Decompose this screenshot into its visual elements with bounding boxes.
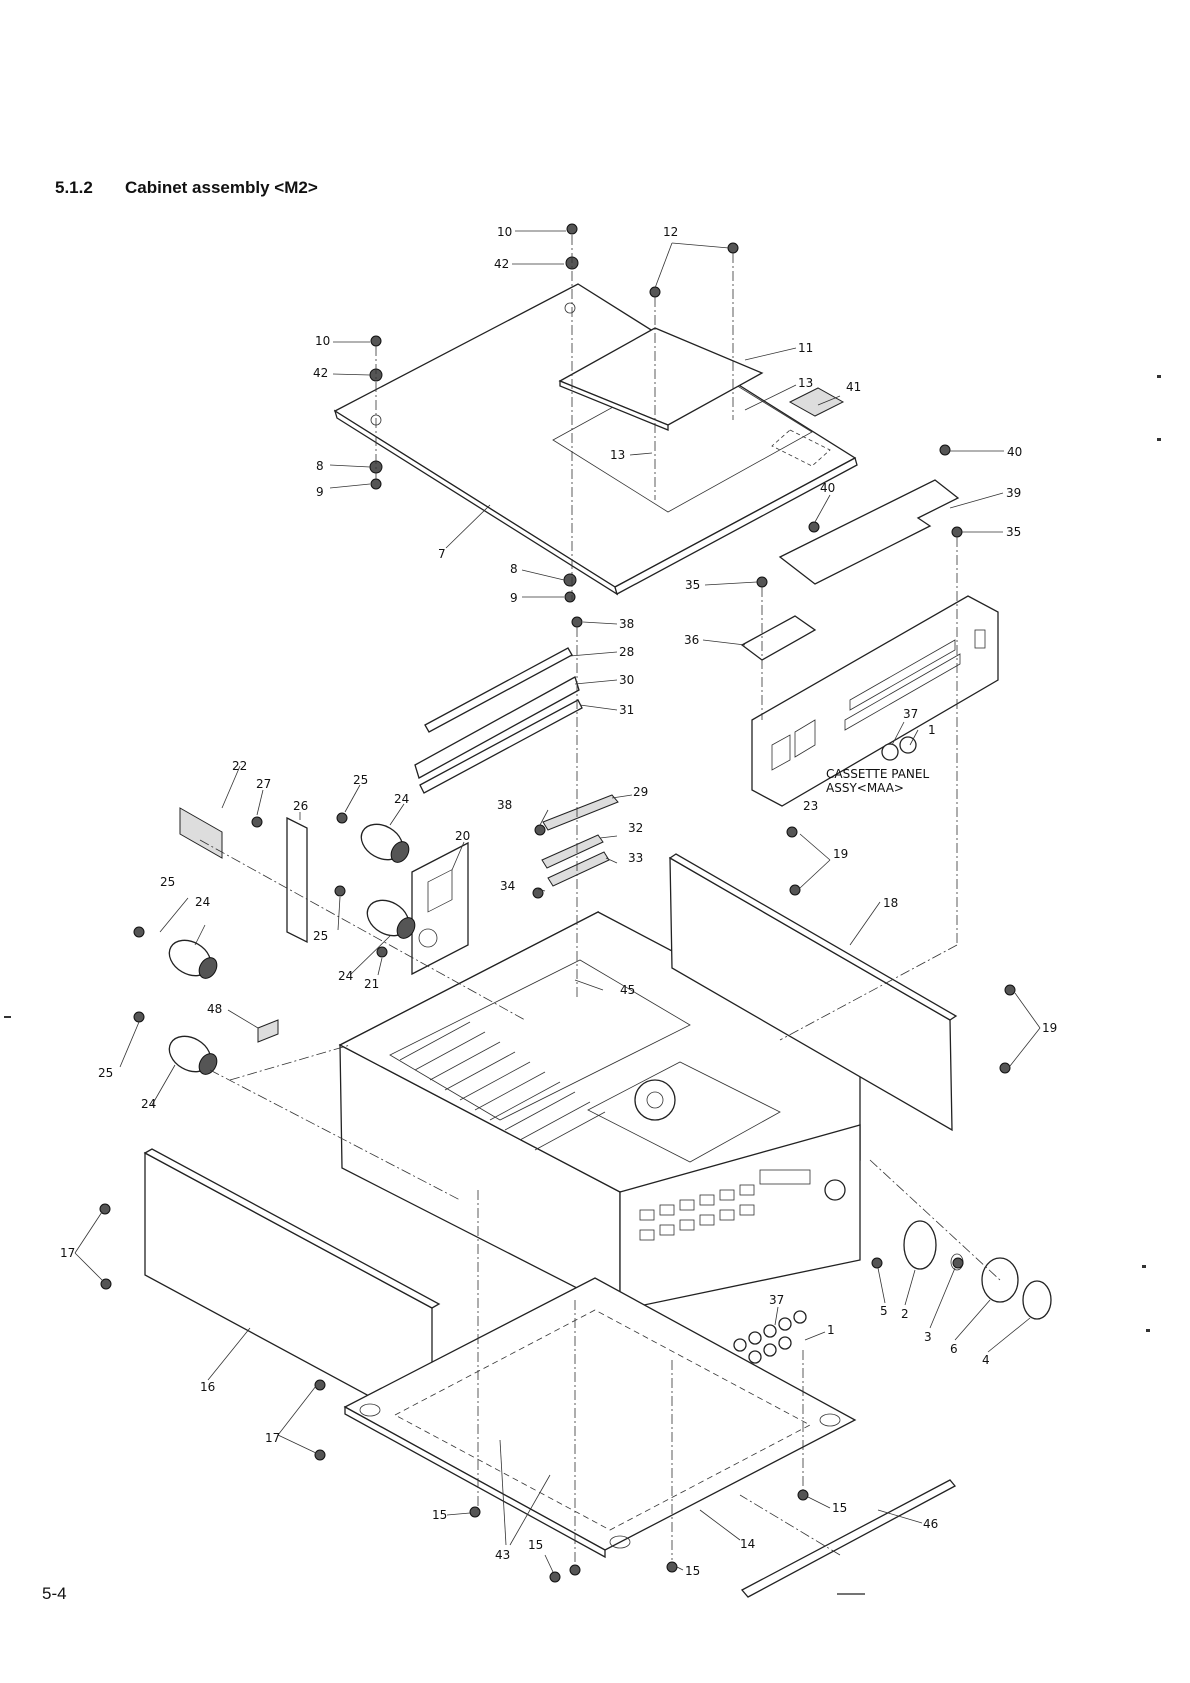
callout-40: 40 xyxy=(1007,445,1022,459)
edge-mark xyxy=(4,1016,11,1018)
callout-25: 25 xyxy=(313,929,328,943)
callout-42: 42 xyxy=(313,366,328,380)
callout-25: 25 xyxy=(160,875,175,889)
callout-31: 31 xyxy=(619,703,634,717)
callout-12: 12 xyxy=(663,225,678,239)
strip-46 xyxy=(742,1480,955,1597)
label-48 xyxy=(258,1020,278,1042)
cassette-panel-label-line2: ASSY<MAA> xyxy=(826,781,904,795)
callout-42: 42 xyxy=(494,257,509,271)
callout-6: 6 xyxy=(950,1342,958,1356)
callout-17: 17 xyxy=(265,1431,280,1445)
callout-9: 9 xyxy=(316,485,324,499)
callout-32: 32 xyxy=(628,821,643,835)
callout-45: 45 xyxy=(620,983,635,997)
callout-4: 4 xyxy=(982,1353,990,1367)
callout-28: 28 xyxy=(619,645,634,659)
label-22 xyxy=(180,808,222,858)
callout-8: 8 xyxy=(510,562,518,576)
callout-7: 7 xyxy=(438,547,446,561)
callout-19: 19 xyxy=(833,847,848,861)
callout-24: 24 xyxy=(394,792,409,806)
callout-37: 37 xyxy=(769,1293,784,1307)
edge-mark xyxy=(1157,438,1161,441)
callout-14: 14 xyxy=(740,1537,755,1551)
callout-5: 5 xyxy=(880,1304,888,1318)
callout-13: 13 xyxy=(610,448,625,462)
label-41 xyxy=(790,388,843,416)
callout-34: 34 xyxy=(500,879,515,893)
callout-8: 8 xyxy=(316,459,324,473)
top-cover xyxy=(335,284,857,594)
callout-2: 2 xyxy=(901,1307,909,1321)
callout-23: 23 xyxy=(803,799,818,813)
callout-20: 20 xyxy=(455,829,470,843)
callout-33: 33 xyxy=(628,851,643,865)
callout-46: 46 xyxy=(923,1517,938,1531)
callout-1: 1 xyxy=(827,1323,835,1337)
callout-10: 10 xyxy=(497,225,512,239)
bracket-26 xyxy=(287,818,307,942)
callout-43: 43 xyxy=(495,1548,510,1562)
callout-3: 3 xyxy=(924,1330,932,1344)
callout-38: 38 xyxy=(619,617,634,631)
callout-41: 41 xyxy=(846,380,861,394)
edge-mark xyxy=(1146,1329,1150,1332)
callout-18: 18 xyxy=(883,896,898,910)
callout-15: 15 xyxy=(432,1508,447,1522)
edge-mark xyxy=(1157,375,1161,378)
bracket-36 xyxy=(742,616,815,660)
callout-15: 15 xyxy=(832,1501,847,1515)
callout-25: 25 xyxy=(98,1066,113,1080)
rails xyxy=(415,648,582,793)
callout-25: 25 xyxy=(353,773,368,787)
shield-plate-20 xyxy=(412,843,468,974)
callout-1: 1 xyxy=(928,723,936,737)
callout-37: 37 xyxy=(903,707,918,721)
callout-35: 35 xyxy=(685,578,700,592)
callout-10: 10 xyxy=(315,334,330,348)
page-number: 5-4 xyxy=(42,1584,67,1604)
callout-48: 48 xyxy=(207,1002,222,1016)
callout-26: 26 xyxy=(293,799,308,813)
callout-19: 19 xyxy=(1042,1021,1057,1035)
edge-mark xyxy=(1142,1265,1146,1268)
callout-16: 16 xyxy=(200,1380,215,1394)
callout-30: 30 xyxy=(619,673,634,687)
callout-36: 36 xyxy=(684,633,699,647)
callout-29: 29 xyxy=(633,785,648,799)
callout-22: 22 xyxy=(232,759,247,773)
callout-21: 21 xyxy=(364,977,379,991)
callout-39: 39 xyxy=(1006,486,1021,500)
callout-11: 11 xyxy=(798,341,813,355)
knob-assembly xyxy=(904,1221,1051,1319)
callout-27: 27 xyxy=(256,777,271,791)
callout-24: 24 xyxy=(338,969,353,983)
callout-13: 13 xyxy=(798,376,813,390)
callout-40: 40 xyxy=(820,481,835,495)
callout-24: 24 xyxy=(141,1097,156,1111)
callout-38: 38 xyxy=(497,798,512,812)
callout-9: 9 xyxy=(510,591,518,605)
bracket-39 xyxy=(780,480,958,584)
callout-24: 24 xyxy=(195,895,210,909)
callout-17: 17 xyxy=(60,1246,75,1260)
strips xyxy=(542,795,618,886)
callout-15: 15 xyxy=(685,1564,700,1578)
callout-35: 35 xyxy=(1006,525,1021,539)
callout-15: 15 xyxy=(528,1538,543,1552)
cassette-panel-label-line1: CASSETTE PANEL xyxy=(826,767,929,781)
